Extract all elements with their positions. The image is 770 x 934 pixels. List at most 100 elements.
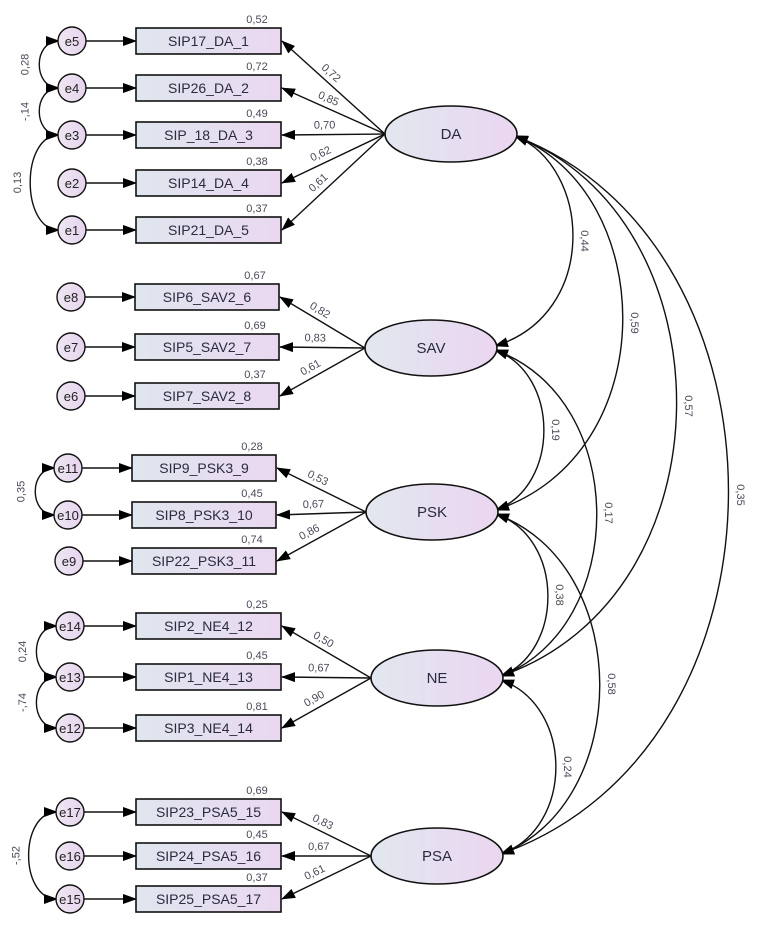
error-covariance-arc	[34, 463, 56, 520]
observed-box	[135, 798, 282, 826]
latent-variable-NE[interactable]: NE	[370, 649, 504, 707]
error-covariance-label: 0,13	[12, 172, 24, 193]
error-term-e7[interactable]: e7	[56, 332, 86, 362]
loading-path-arrow	[281, 87, 386, 135]
observed-label: SIP9_PSK3_9	[159, 460, 249, 476]
latent-covariance-label: 0,17	[602, 502, 614, 523]
error-term-e11[interactable]: e11	[53, 453, 83, 483]
observed-label: SIP23_PSA5_15	[156, 804, 261, 820]
loading-label: 0,85	[316, 89, 340, 109]
observed-label: SIP14_DA_4	[168, 175, 249, 191]
latent-covariance-arc	[494, 349, 598, 677]
error-label: e10	[57, 508, 79, 523]
observed-variable-SIP26_DA_2[interactable]: SIP26_DA_2	[135, 74, 282, 102]
observed-variable-SIP17_DA_1[interactable]: SIP17_DA_1	[135, 27, 282, 55]
loading-path-arrow	[279, 342, 366, 353]
observed-variable-SIP7_SAV2_8[interactable]: SIP7_SAV2_8	[134, 382, 280, 410]
observed-box	[135, 714, 282, 742]
observed-variable-SIP3_NE4_14[interactable]: SIP3_NE4_14	[135, 714, 282, 742]
loading-label: 0,90	[302, 689, 327, 710]
error-term-e14[interactable]: e14	[55, 611, 85, 641]
observed-variable-SIP25_PSA5_17[interactable]: SIP25_PSA5_17	[135, 885, 282, 913]
error-label: e7	[64, 340, 78, 355]
r-squared-label: 0,25	[246, 599, 267, 611]
latent-variable-PSA[interactable]: PSA	[370, 827, 504, 885]
observed-variable-SIP8_PSK3_10[interactable]: SIP8_PSK3_10	[131, 501, 277, 529]
error-covariance-label: -,14	[20, 102, 32, 121]
error-term-e12[interactable]: e12	[55, 713, 85, 743]
observed-variable-SIP_18_DA_3[interactable]: SIP_18_DA_3	[135, 121, 282, 149]
observed-variable-SIP22_PSK3_11[interactable]: SIP22_PSK3_11	[131, 547, 277, 575]
observed-variable-SIP1_NE4_13[interactable]: SIP1_NE4_13	[135, 663, 282, 691]
error-term-e4[interactable]: e4	[57, 73, 87, 103]
loading-label: 0,53	[305, 468, 330, 488]
observed-box	[135, 663, 282, 691]
loading-path-arrow	[281, 40, 386, 135]
observed-label: SIP24_PSA5_16	[156, 848, 261, 864]
error-circle	[55, 713, 85, 743]
loading-path-arrow	[281, 677, 372, 729]
r-squared-label: 0,49	[246, 108, 267, 120]
observed-variable-SIP23_PSA5_15[interactable]: SIP23_PSA5_15	[135, 798, 282, 826]
observed-box	[135, 27, 282, 55]
error-label: e16	[59, 849, 81, 864]
observed-box	[135, 121, 282, 149]
error-term-e16[interactable]: e16	[55, 841, 85, 871]
error-term-e17[interactable]: e17	[55, 797, 85, 827]
error-circle	[55, 884, 85, 914]
latent-variable-SAV[interactable]: SAV	[364, 319, 498, 377]
latent-covariance-label: 0,35	[734, 484, 746, 505]
observed-box	[134, 333, 280, 361]
latent-covariance-arc	[500, 679, 557, 855]
loading-label: 0,61	[303, 863, 328, 883]
observed-variable-SIP14_DA_4[interactable]: SIP14_DA_4	[135, 169, 282, 197]
error-term-e1[interactable]: e1	[57, 215, 87, 245]
observed-variable-SIP2_NE4_12[interactable]: SIP2_NE4_12	[135, 612, 282, 640]
latent-variable-PSK[interactable]: PSK	[365, 483, 499, 541]
observed-variable-SIP9_PSK3_9[interactable]: SIP9_PSK3_9	[131, 454, 277, 482]
latent-ellipse	[365, 483, 499, 541]
observed-box	[135, 885, 282, 913]
error-term-e3[interactable]: e3	[57, 120, 87, 150]
error-term-e6[interactable]: e6	[56, 381, 86, 411]
latent-covariance-arc	[494, 349, 545, 511]
loading-path-arrow	[279, 296, 366, 349]
observed-box	[134, 283, 280, 311]
error-term-e2[interactable]: e2	[57, 168, 87, 198]
error-term-e13[interactable]: e13	[55, 662, 85, 692]
latent-covariance-label: 0,57	[682, 395, 694, 416]
observed-box	[131, 454, 277, 482]
error-term-e8[interactable]: e8	[56, 282, 86, 312]
loading-label: 0,83	[310, 812, 335, 832]
covariance-layer	[28, 36, 730, 904]
observed-variable-SIP24_PSA5_16[interactable]: SIP24_PSA5_16	[135, 842, 282, 870]
r-squared-label: 0,45	[246, 829, 267, 841]
error-term-e9[interactable]: e9	[54, 546, 84, 576]
loading-label: 0,67	[308, 841, 329, 853]
error-covariance-arc	[35, 621, 58, 682]
loading-label: 0,82	[307, 300, 332, 321]
error-term-e10[interactable]: e10	[53, 500, 83, 530]
latent-variable-DA[interactable]: DA	[384, 105, 518, 163]
loading-path-arrow	[276, 467, 367, 513]
loading-label: 0,50	[311, 629, 336, 650]
latent-label: SAV	[417, 340, 446, 357]
latent-covariance-label: 0,19	[549, 419, 561, 440]
r-squared-label: 0,37	[246, 203, 267, 215]
error-circle	[57, 168, 87, 198]
error-covariance-label: -,74	[17, 693, 29, 712]
error-term-e5[interactable]: e5	[57, 26, 87, 56]
latent-covariance-label: 0,38	[553, 584, 565, 605]
loading-label: 0,62	[309, 144, 333, 164]
loading-path-arrow	[276, 511, 367, 562]
observed-variable-SIP21_DA_5[interactable]: SIP21_DA_5	[135, 216, 282, 244]
observed-variable-SIP5_SAV2_7[interactable]: SIP5_SAV2_7	[134, 333, 280, 361]
r-squared-label: 0,74	[241, 534, 262, 546]
observed-variable-SIP6_SAV2_6[interactable]: SIP6_SAV2_6	[134, 283, 280, 311]
r-squared-label: 0,69	[244, 320, 265, 332]
error-term-e15[interactable]: e15	[55, 884, 85, 914]
r-squared-label: 0,52	[246, 14, 267, 26]
label-layer: 0,520,720,490,380,370,670,690,370,280,45…	[10, 14, 746, 884]
loading-path-arrow	[281, 811, 372, 857]
